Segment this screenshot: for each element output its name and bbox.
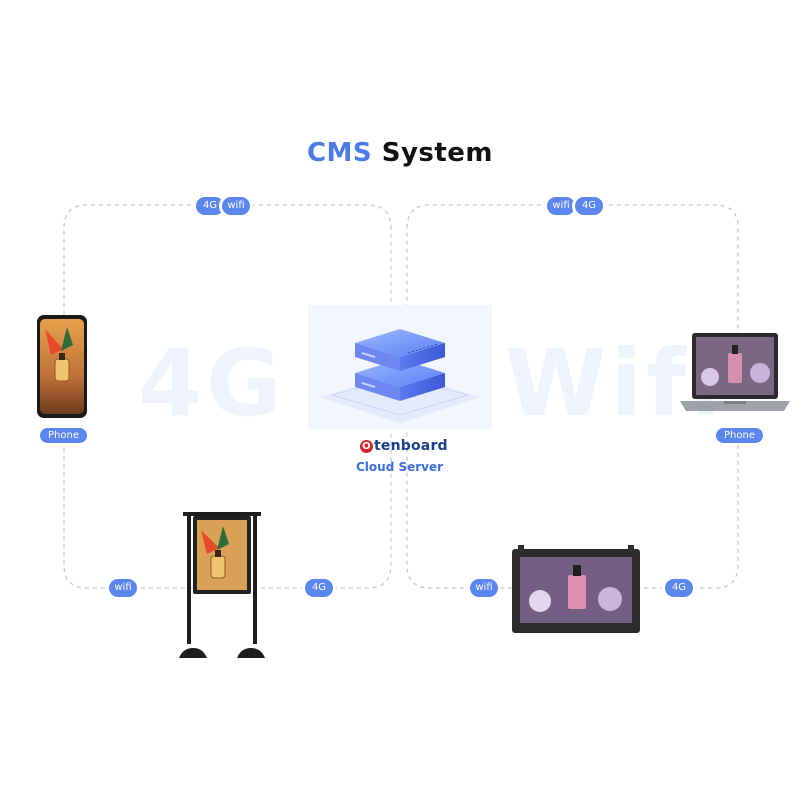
server-upper-box [355,329,445,371]
brand-logo-text: tenboard [374,438,448,454]
watermark-wifi: Wifi [505,330,726,437]
diagram-title: CMS System [0,138,800,168]
title-cms: CMS [306,138,373,168]
watermark-4g: 4G [138,330,286,437]
cloud-server-icon [308,305,492,430]
server-lower-box [355,359,445,401]
badge-wifi-top-right: wifi [547,197,575,215]
laptop-device-icon [680,333,790,411]
badge-wifi-bottom-right: wifi [470,579,498,597]
phone-label-right: Phone [716,428,763,443]
badge-4g-bottom-left: 4G [305,579,333,597]
phone-label-left: Phone [40,428,87,443]
badge-wifi-top-left: wifi [222,197,250,215]
brand-logo-mark: O [360,440,373,453]
badge-4g-bottom-right: 4G [665,579,693,597]
badge-wifi-bottom-left: wifi [109,579,137,597]
badge-4g-top-right: 4G [575,197,603,215]
badge-4g-top-left: 4G [196,197,224,215]
title-system: System [381,138,494,168]
cloud-server-label: Cloud Server [356,460,444,474]
floor-standing-display-icon [179,512,265,658]
wall-mounted-display-icon [512,545,640,633]
phone-device-icon [37,315,87,418]
